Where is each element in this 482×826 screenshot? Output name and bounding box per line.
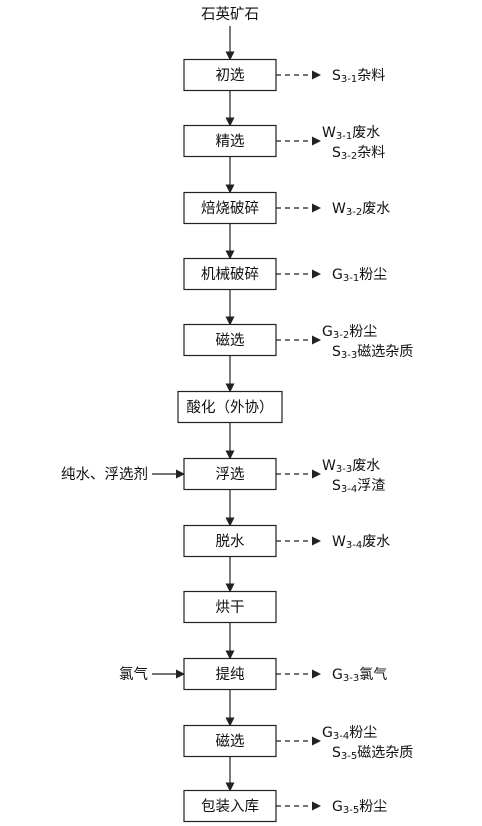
process-step-6: 酸化（外协） [177, 390, 283, 460]
process-label: 精选 [216, 133, 245, 150]
emission-label: W3-1废水 [322, 125, 380, 142]
emission-label: G3-3氯气 [332, 667, 387, 684]
process-box [183, 323, 277, 357]
process-label: 脱水 [216, 533, 245, 550]
emission-label: S3-3磁选杂质 [332, 344, 413, 361]
process-label: 浮选 [216, 466, 245, 483]
emission-label: S3-2杂料 [332, 145, 385, 162]
process-step-8: 脱水 W3-4废水 [183, 524, 390, 593]
process-label: 焙烧破碎 [201, 200, 259, 217]
emission-label: G3-4粉尘 [322, 725, 377, 742]
process-label: 包装入库 [201, 798, 259, 815]
emission-label: G3-5粉尘 [332, 799, 387, 816]
process-label: 提纯 [216, 666, 245, 683]
process-step-11: 磁选 G3-4粉尘 S3-5磁选杂质 [183, 724, 413, 792]
process-label: 初选 [216, 67, 245, 84]
source-label: 石英矿石 [201, 5, 259, 23]
input-label: 氯气 [119, 666, 148, 683]
process-label: 磁选 [216, 733, 245, 750]
emission-label: W3-3废水 [322, 458, 380, 475]
emission-label: G3-1粉尘 [332, 267, 387, 284]
emission-label: S3-4浮渣 [332, 478, 385, 495]
process-box [177, 390, 283, 424]
emission-label: G3-2粉尘 [322, 324, 377, 341]
process-box [183, 457, 277, 491]
emission-label: S3-5磁选杂质 [332, 745, 413, 762]
process-step-3: 焙烧破碎 W3-2废水 [183, 191, 390, 260]
process-label: 磁选 [216, 332, 245, 349]
process-step-12: 包装入库 G3-5粉尘 [183, 789, 387, 823]
process-step-5: 磁选 G3-2粉尘 S3-3磁选杂质 [183, 323, 413, 393]
process-label: 酸化（外协） [187, 399, 274, 416]
input-label: 纯水、浮选剂 [61, 466, 148, 483]
process-label: 烘干 [216, 599, 245, 616]
emission-label: W3-4废水 [332, 534, 390, 551]
process-box [183, 724, 277, 758]
process-step-10: 提纯 氯气 G3-3氯气 [119, 657, 387, 727]
process-step-2: 精选 W3-1废水 S3-2杂料 [183, 124, 385, 194]
process-step-1: 初选 S3-1杂料 [183, 58, 385, 127]
emission-label: S3-1杂料 [332, 68, 385, 85]
process-step-7: 浮选 纯水、浮选剂 W3-3废水 S3-4浮渣 [61, 457, 385, 527]
process-step-4: 机械破碎 G3-1粉尘 [183, 257, 387, 326]
process-step-9: 烘干 [183, 590, 277, 660]
emission-label: W3-2废水 [332, 201, 390, 218]
process-label: 机械破碎 [201, 266, 259, 283]
